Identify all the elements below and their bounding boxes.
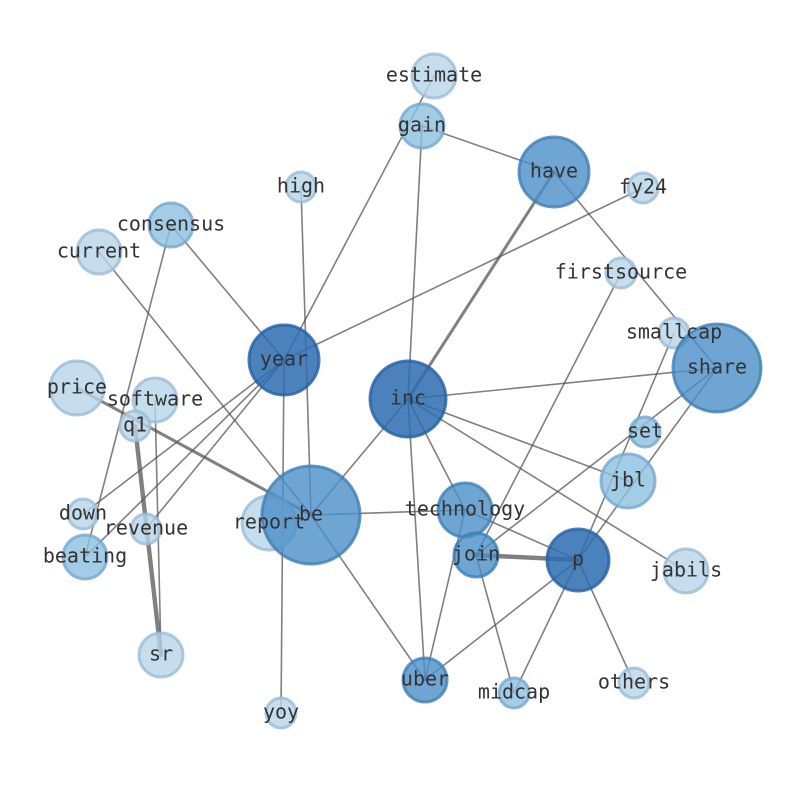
edge-year-beating <box>84 359 285 558</box>
node-label-inc: inc <box>390 386 426 410</box>
node-label-software: software <box>107 387 203 411</box>
edge-fy24-year <box>283 187 644 361</box>
node-firstsource[interactable] <box>604 256 638 290</box>
node-label-revenue: revenue <box>104 516 188 540</box>
graph-nodes <box>48 52 763 730</box>
edge-inc-uber <box>407 398 426 681</box>
node-label-high: high <box>277 174 325 198</box>
node-label-down: down <box>59 501 107 525</box>
edge-firstsource-join <box>475 272 622 556</box>
node-sr[interactable] <box>137 631 185 679</box>
node-set[interactable] <box>628 415 662 449</box>
node-label-jbl: jbl <box>610 468 646 492</box>
edge-join-midcap <box>475 554 515 694</box>
edge-inc-jabils <box>407 398 687 572</box>
node-label-have: have <box>530 159 578 183</box>
node-label-estimate: estimate <box>386 63 482 87</box>
edge-share-join <box>475 367 718 556</box>
node-year[interactable] <box>247 323 321 397</box>
edge-share-inc <box>407 367 718 400</box>
node-q1[interactable] <box>118 409 152 443</box>
node-label-price: price <box>47 375 107 399</box>
node-share[interactable] <box>671 322 763 414</box>
node-label-set: set <box>627 419 663 443</box>
node-uber[interactable] <box>401 656 449 704</box>
node-others[interactable] <box>617 666 651 700</box>
node-label-yoy: yoy <box>263 700 299 724</box>
node-label-report: report <box>233 510 305 534</box>
node-label-q1: q1 <box>123 413 147 437</box>
node-gain[interactable] <box>398 102 446 150</box>
edge-current-be <box>98 251 312 516</box>
node-down[interactable] <box>66 497 100 531</box>
node-high[interactable] <box>284 170 318 204</box>
node-label-join: join <box>452 542 500 566</box>
node-software[interactable] <box>131 376 179 424</box>
node-label-year: year <box>260 347 308 371</box>
node-p[interactable] <box>545 527 611 593</box>
node-beating[interactable] <box>61 533 109 581</box>
edge-smallcap-p <box>577 332 675 561</box>
node-label-current: current <box>57 239 141 263</box>
node-estimate[interactable] <box>410 52 458 100</box>
node-label-midcap: midcap <box>478 680 550 704</box>
node-label-sr: sr <box>149 642 173 666</box>
node-label-share: share <box>687 355 747 379</box>
node-consensus[interactable] <box>147 201 195 249</box>
node-have[interactable] <box>517 135 591 209</box>
node-jbl[interactable] <box>599 452 657 510</box>
node-label-p: p <box>572 547 584 571</box>
node-label-fy24: fy24 <box>619 175 667 199</box>
edge-gain-inc <box>407 125 423 400</box>
node-label-jabils: jabils <box>650 558 722 582</box>
graph-labels: estimate gain have fy24 high consensus current… <box>43 63 747 724</box>
node-jabils[interactable] <box>662 547 710 595</box>
node-be[interactable] <box>260 464 362 566</box>
edge-have-inc <box>406 170 556 401</box>
node-revenue[interactable] <box>129 512 163 546</box>
node-yoy[interactable] <box>264 696 298 730</box>
node-label-be: be <box>299 502 323 526</box>
node-inc[interactable] <box>368 359 448 439</box>
edge-year-down <box>82 359 285 515</box>
node-label-others: others <box>598 670 670 694</box>
node-price[interactable] <box>48 359 106 417</box>
node-label-gain: gain <box>398 113 446 137</box>
node-join[interactable] <box>452 531 500 579</box>
node-midcap[interactable] <box>497 676 531 710</box>
node-label-firstsource: firstsource <box>555 260 687 284</box>
node-fy24[interactable] <box>626 171 660 205</box>
node-label-uber: uber <box>401 667 449 691</box>
node-label-technology: technology <box>405 497 525 521</box>
node-label-consensus: consensus <box>117 212 225 236</box>
edge-technology-uber <box>424 509 466 681</box>
node-label-beating: beating <box>43 544 127 568</box>
node-label-smallcap: smallcap <box>626 320 722 344</box>
node-current[interactable] <box>75 228 123 276</box>
